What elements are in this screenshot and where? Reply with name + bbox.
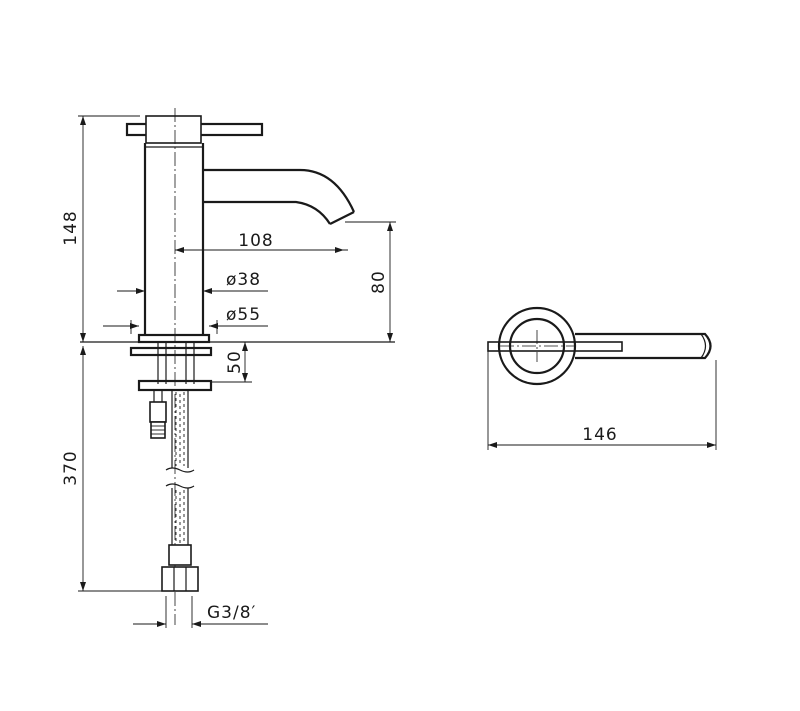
top-view: 146 bbox=[487, 306, 717, 450]
lever-handle bbox=[125, 115, 264, 144]
dimension-diameter-55: ø55 bbox=[103, 305, 268, 334]
flexible-hose bbox=[165, 390, 195, 545]
dim-d38-label: ø38 bbox=[226, 270, 261, 290]
hose-nut bbox=[161, 544, 199, 592]
dim-d55-label: ø55 bbox=[226, 305, 261, 325]
dim-148-label: 148 bbox=[61, 210, 81, 245]
dim-thread-label: G3/8′ bbox=[207, 603, 256, 623]
supply-connector bbox=[149, 390, 167, 439]
dim-146-label: 146 bbox=[582, 425, 617, 445]
dim-370-label: 370 bbox=[61, 450, 81, 485]
dim-80-label: 80 bbox=[369, 270, 389, 294]
dimension-80: 80 bbox=[345, 221, 396, 342]
spout bbox=[203, 168, 356, 225]
dim-50-label: 50 bbox=[225, 350, 245, 374]
dimension-148: 148 bbox=[61, 115, 140, 342]
fixing-assembly bbox=[129, 342, 213, 392]
dimension-diameter-38: ø38 bbox=[117, 270, 268, 294]
base-flange bbox=[137, 333, 211, 344]
faucet-body bbox=[143, 143, 205, 335]
dim-108-label: 108 bbox=[238, 231, 273, 251]
dimension-146: 146 bbox=[487, 351, 717, 450]
dimension-108: 108 bbox=[175, 231, 348, 253]
dimension-50: 50 bbox=[211, 342, 252, 383]
dimension-thread: G3/8′ bbox=[133, 596, 268, 628]
side-view: 148 108 ø38 ø55 bbox=[61, 108, 396, 628]
dimension-370: 370 bbox=[61, 346, 162, 592]
